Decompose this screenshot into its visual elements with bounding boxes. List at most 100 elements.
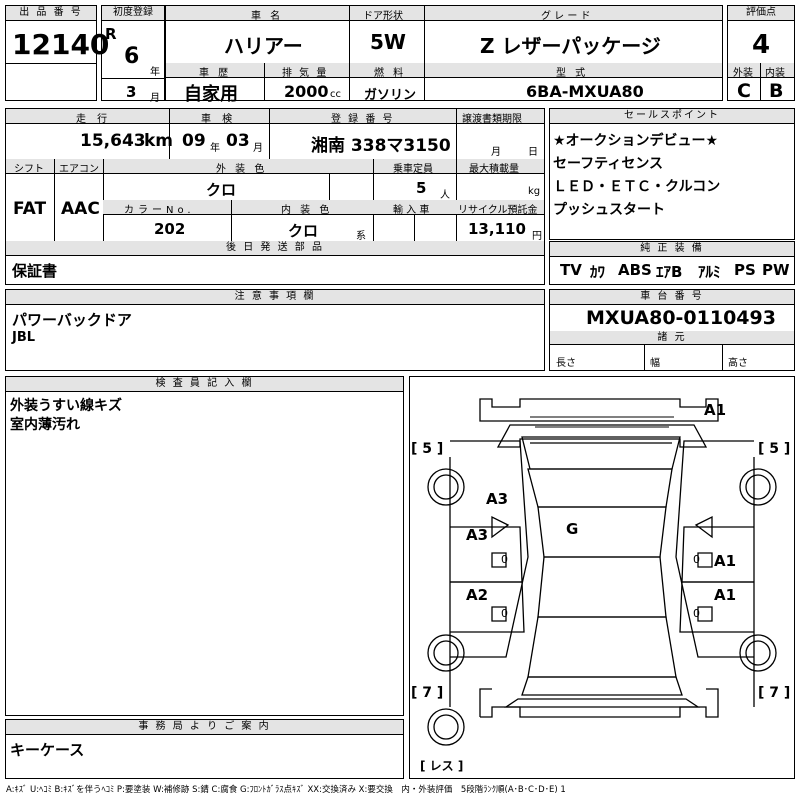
insp-month-unit: 月 bbox=[253, 143, 263, 154]
mileage-unit: km bbox=[144, 131, 174, 151]
lot-number: 12140 bbox=[12, 28, 110, 61]
fuel-label: 燃 料 bbox=[374, 68, 407, 79]
capacity-unit: 人 bbox=[440, 190, 450, 201]
notes-label: 注 意 事 項 欄 bbox=[6, 290, 544, 305]
insp-month: 03 bbox=[226, 131, 250, 151]
spec-width: 幅 bbox=[650, 358, 660, 369]
body-color: クロ bbox=[206, 181, 237, 199]
door-label: ドア形状 bbox=[363, 11, 403, 22]
equipment-item: TV bbox=[560, 261, 582, 279]
sales-label: セールスポイント bbox=[550, 109, 794, 124]
first-reg-label: 初度登録 bbox=[102, 6, 164, 21]
month-unit: 月 bbox=[150, 93, 160, 104]
later-label: 後 日 発 送 部 品 bbox=[6, 241, 544, 256]
exterior-label: 外装 bbox=[733, 68, 753, 79]
history: 自家用 bbox=[184, 84, 238, 105]
damage-mark: A3 bbox=[466, 526, 489, 544]
score-box: 評価点 4 外装 内装 C B bbox=[727, 5, 795, 102]
damage-mark: A1 bbox=[714, 586, 737, 604]
tire-rear-right: [ 7 ] bbox=[758, 685, 791, 701]
equipment-item: ｱﾙﾐ bbox=[698, 263, 721, 281]
reg-month: 3 bbox=[126, 83, 137, 101]
chassis-label: 車 台 番 号 bbox=[550, 290, 794, 305]
car-diagram: A1 A3 A3 G A1 A2 A1 0 0 0 0 [ 5 ] [ 5 ] … bbox=[409, 376, 795, 779]
import-label: 輸 入 車 bbox=[393, 205, 430, 216]
equipment-item: PS bbox=[734, 261, 756, 279]
int-color: クロ bbox=[288, 222, 319, 240]
mileage-label: 走 行 bbox=[76, 114, 112, 125]
inspector-box: 検 査 員 記 入 欄 外装うすい線キズ 室内薄汚れ bbox=[5, 376, 404, 716]
chassis-number: MXUA80-0110493 bbox=[586, 307, 776, 329]
inspector-line: 室内薄汚れ bbox=[10, 417, 80, 433]
grade: Z レザーパッケージ bbox=[480, 34, 661, 58]
era: R bbox=[105, 25, 117, 43]
recycle-label: リサイクル預託金 bbox=[458, 205, 538, 216]
color-no: 202 bbox=[154, 220, 186, 238]
equipment-item: ABS bbox=[618, 261, 652, 279]
damage-mark: A1 bbox=[704, 401, 727, 419]
color-no-label: カラーNo. bbox=[124, 205, 195, 216]
zero-mark: 0 bbox=[501, 607, 508, 620]
shift: FAT bbox=[13, 199, 47, 219]
transfer-day: 日 bbox=[528, 147, 538, 158]
equipment-item: PW bbox=[762, 261, 790, 279]
spec-label: 諸 元 bbox=[550, 331, 794, 345]
chassis-box: 車 台 番 号 MXUA80-0110493 諸 元 長さ 幅 高さ bbox=[549, 289, 795, 371]
tire-front-right: [ 5 ] bbox=[758, 441, 791, 457]
lot-box: 出 品 番 号 12140 bbox=[5, 5, 109, 101]
zero-mark: 0 bbox=[693, 607, 700, 620]
interior-grade: B bbox=[769, 80, 784, 102]
spec-length: 長さ bbox=[556, 358, 576, 369]
lot-label: 出 品 番 号 bbox=[6, 6, 96, 21]
insp-year: 09 bbox=[182, 131, 206, 151]
displacement-unit: cc bbox=[330, 89, 341, 100]
sales-line: ＬＥＤ・ＥＴＣ・クルコン bbox=[553, 179, 721, 195]
office-label: 事 務 局 よ り ご 案 内 bbox=[6, 720, 403, 735]
tire-front-left: [ 5 ] bbox=[411, 441, 444, 457]
zero-mark: 0 bbox=[693, 553, 700, 566]
displacement: 2000 bbox=[284, 82, 329, 101]
history-label: 車 歴 bbox=[199, 68, 232, 79]
car-box: 車 名 ドア形状 グ レ ー ド ハリアー 5W Z レザーパッケージ 車 歴 … bbox=[165, 5, 723, 105]
mileage: 15,643 bbox=[80, 131, 146, 151]
reg-label: 登 録 番 号 bbox=[331, 114, 395, 125]
tire-rear-left: [ 7 ] bbox=[411, 685, 444, 701]
equipment-box: 純 正 装 備 TV ｶﾜ ABS ｴｱB ｱﾙﾐ PS PW bbox=[549, 241, 795, 285]
car-name: ハリアー bbox=[224, 34, 303, 58]
reg-number: 湘南 338マ3150 bbox=[311, 136, 451, 156]
shift-label: シフト bbox=[14, 164, 44, 175]
first-reg-box: 初度登録 R 6 年 3 月 bbox=[101, 5, 165, 104]
maxload-unit: kg bbox=[528, 186, 541, 197]
damage-mark: A1 bbox=[714, 552, 737, 570]
color-label: 外 装 色 bbox=[216, 164, 268, 175]
damage-mark: G bbox=[566, 520, 579, 538]
exterior-grade: C bbox=[737, 80, 751, 102]
sales-line: プッシュスタート bbox=[553, 202, 665, 218]
equipment-label: 純 正 装 備 bbox=[550, 242, 794, 257]
note-line: パワーバックドア bbox=[12, 311, 132, 329]
int-color-label: 内 装 色 bbox=[281, 205, 333, 216]
legend: A:ｷｽﾞ U:ﾍｺﾐ B:ｷｽﾞを伴うﾍｺﾐ P:要塗装 W:補修跡 S:錆 … bbox=[6, 785, 566, 795]
zero-mark: 0 bbox=[501, 553, 508, 566]
capacity: 5 bbox=[416, 179, 427, 197]
sales-line: セーフティセンス bbox=[553, 156, 664, 172]
displacement-label: 排 気 量 bbox=[282, 68, 329, 79]
car-diagram-svg bbox=[427, 398, 777, 746]
sales-line: ★オークションデビュー★ bbox=[553, 133, 719, 149]
int-color-unit: 系 bbox=[356, 231, 366, 242]
transfer-label: 譲渡書類期限 bbox=[462, 114, 522, 125]
office-box: 事 務 局 よ り ご 案 内 キーケース bbox=[5, 719, 404, 779]
interior-label: 内装 bbox=[765, 68, 785, 79]
capacity-label: 乗車定員 bbox=[393, 164, 433, 175]
maxload-label: 最大積載量 bbox=[469, 164, 519, 175]
inspector-label: 検 査 員 記 入 欄 bbox=[6, 377, 403, 392]
ac: AAC bbox=[61, 199, 100, 219]
year-unit: 年 bbox=[150, 67, 160, 78]
note-line: JBL bbox=[12, 330, 36, 345]
equipment-item: ｶﾜ bbox=[590, 263, 606, 281]
inspection-label: 車 検 bbox=[201, 114, 237, 125]
office-text: キーケース bbox=[10, 741, 85, 759]
model-label: 型 式 bbox=[556, 68, 589, 79]
notes-box: 注 意 事 項 欄 パワーバックドア JBL bbox=[5, 289, 545, 371]
fuel: ガソリン bbox=[364, 88, 417, 103]
